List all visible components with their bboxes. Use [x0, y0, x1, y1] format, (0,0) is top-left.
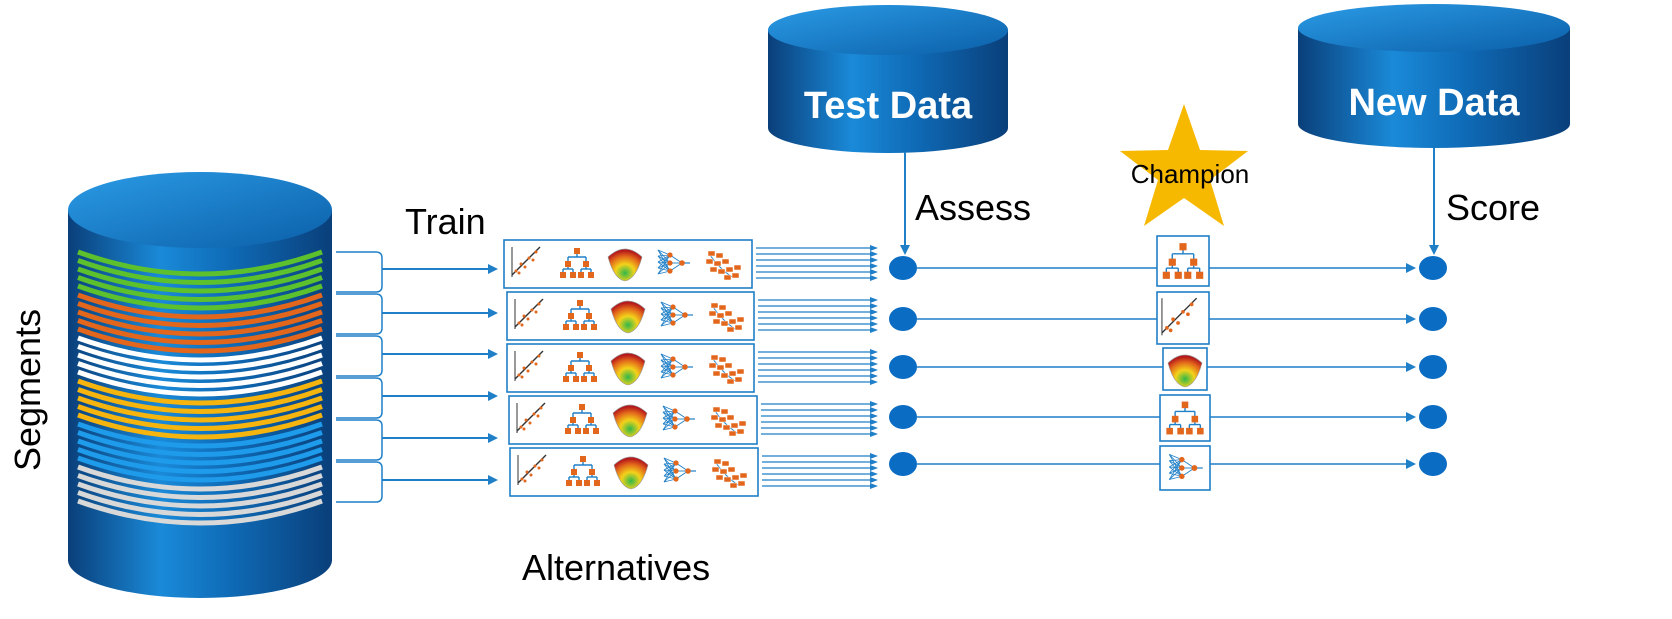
segment-band-light-blue [77, 421, 323, 483]
test-data-title: Test Data [804, 85, 973, 127]
assessment-flows [889, 235, 1447, 491]
segments-cylinder [68, 172, 332, 598]
champion-star: Champion [1120, 104, 1249, 226]
surface-plot-icon [610, 300, 646, 334]
assess-label: Assess [915, 187, 1031, 228]
segment-brackets [336, 251, 498, 503]
assessment-flow-row [889, 394, 1447, 442]
cluster-tree-icon [708, 354, 745, 385]
cluster-tree-icon [705, 250, 742, 281]
regression-icon [1161, 297, 1198, 336]
assess-node [889, 405, 917, 429]
neural-network-icon [657, 249, 690, 275]
assess-node [889, 355, 917, 379]
score-node [1419, 307, 1447, 331]
test-data-db: Test Data [768, 5, 1008, 153]
surface-plot-icon [612, 404, 648, 438]
new-data-title: New Data [1348, 82, 1520, 124]
alternatives-label: Alternatives [522, 547, 710, 588]
decision-tree-icon [1162, 243, 1204, 279]
cluster-tree-icon [708, 302, 745, 333]
champion-model-box [1162, 347, 1208, 391]
surface-plot-icon [607, 248, 643, 282]
decision-tree-icon [566, 456, 600, 486]
neural-network-icon [1168, 454, 1203, 480]
champion-model-box [1156, 291, 1210, 345]
star-icon [1120, 104, 1248, 226]
assessment-flow-row [889, 291, 1447, 345]
assessment-flow-row [889, 235, 1447, 287]
score-node [1419, 355, 1447, 379]
score-node [1419, 452, 1447, 476]
score-node [1419, 256, 1447, 280]
regression-icon [511, 246, 541, 277]
alternative-models-box [503, 239, 878, 289]
regression-icon [514, 350, 544, 381]
assessment-flow-row [889, 347, 1447, 391]
neural-network-icon [663, 457, 696, 483]
decision-tree-icon [563, 300, 597, 330]
new-data-db: New Data [1298, 4, 1570, 148]
alternative-models-box [508, 395, 878, 445]
surface-plot-icon [1167, 354, 1203, 388]
alternative-models-box [506, 291, 878, 341]
segment-band-white [77, 335, 323, 397]
decision-tree-icon [560, 248, 594, 278]
segment-band-yellow [77, 378, 323, 440]
segment-band-gray [77, 464, 323, 526]
decision-tree-icon [565, 404, 599, 434]
surface-plot-icon [610, 352, 646, 386]
decision-tree-icon [563, 352, 597, 382]
segment-bands [77, 249, 323, 526]
score-node [1419, 405, 1447, 429]
assess-node [889, 256, 917, 280]
surface-plot-icon [613, 456, 649, 490]
train-label: Train [405, 201, 486, 242]
assess-node [889, 452, 917, 476]
champion-model-box [1159, 394, 1211, 442]
decision-tree-icon [1166, 401, 1204, 435]
regression-icon [517, 454, 547, 485]
neural-network-icon [660, 301, 693, 327]
cluster-tree-icon [711, 458, 748, 489]
alternative-models-box [506, 343, 878, 393]
champion-model-box [1159, 445, 1211, 491]
segment-band-green [77, 249, 323, 311]
alternative-models-box [509, 447, 878, 497]
neural-network-icon [662, 405, 695, 431]
regression-icon [516, 402, 546, 433]
regression-icon [514, 298, 544, 329]
champion-label: Champion [1131, 159, 1250, 189]
champion-model-box [1156, 235, 1210, 287]
cluster-tree-icon [710, 406, 747, 437]
score-label: Score [1446, 187, 1540, 228]
neural-network-icon [660, 353, 693, 379]
segments-label: Segments [7, 309, 48, 471]
segment-band-orange [77, 292, 323, 354]
alternative-model-rows [503, 239, 878, 497]
assess-node [889, 307, 917, 331]
assessment-flow-row [889, 445, 1447, 491]
